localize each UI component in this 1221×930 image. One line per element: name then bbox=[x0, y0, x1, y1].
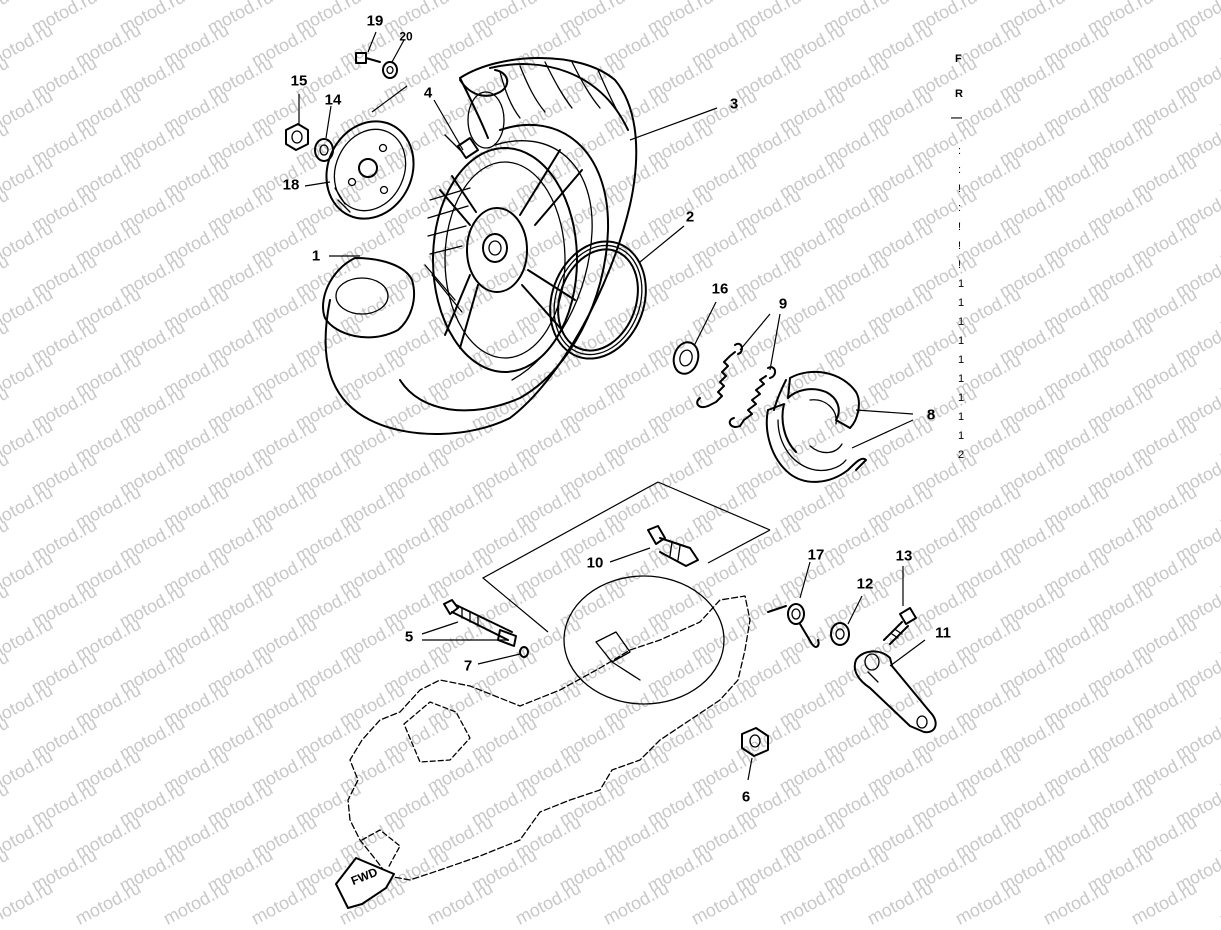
callout-15: 15 bbox=[290, 72, 308, 90]
callout-20: 20 bbox=[399, 29, 413, 44]
edge-fragment-top-1: F bbox=[955, 53, 962, 65]
callout-16: 16 bbox=[711, 280, 729, 298]
part-15-nut bbox=[285, 123, 309, 151]
part-14-washer bbox=[314, 138, 334, 162]
edge-fragment-item: : bbox=[958, 164, 962, 176]
part-8-brake-shoes bbox=[765, 370, 867, 483]
part-2-ring bbox=[549, 240, 647, 360]
edge-fragment-item: 1 bbox=[958, 297, 965, 309]
edge-fragment-item: : bbox=[958, 202, 962, 214]
edge-fragment-item: 2 bbox=[958, 449, 965, 461]
callout-9: 9 bbox=[778, 295, 788, 313]
part-7-oring bbox=[519, 646, 529, 658]
callout-7: 7 bbox=[463, 657, 473, 675]
part-18-plate bbox=[325, 120, 415, 220]
edge-fragment-item: 1 bbox=[958, 373, 965, 385]
edge-fragment-top-3: — bbox=[951, 112, 962, 124]
edge-fragment-top-2: R bbox=[955, 88, 963, 100]
part-16-seal bbox=[672, 341, 700, 375]
callout-5: 5 bbox=[404, 628, 414, 646]
callout-14: 14 bbox=[324, 91, 342, 109]
part-13-bolt bbox=[883, 607, 917, 645]
edge-fragment-item: ! bbox=[958, 221, 962, 233]
part-19-bolt bbox=[355, 52, 381, 64]
edge-fragment-item: 1 bbox=[958, 278, 965, 290]
callout-8: 8 bbox=[926, 406, 936, 424]
leader-lines bbox=[298, 31, 926, 781]
callout-2: 2 bbox=[685, 208, 695, 226]
part-20-washer bbox=[382, 61, 398, 79]
callout-11: 11 bbox=[935, 624, 951, 642]
callout-10: 10 bbox=[586, 554, 604, 572]
assembly-outline bbox=[481, 481, 771, 633]
callout-12: 12 bbox=[856, 575, 874, 593]
edge-fragment-item: 1 bbox=[958, 392, 965, 404]
edge-fragment-item: ! bbox=[958, 240, 962, 252]
callout-1: 1 bbox=[311, 247, 321, 265]
edge-fragment-item: 1 bbox=[958, 335, 965, 347]
part-10-cam bbox=[647, 525, 699, 567]
edge-fragment-item: ! bbox=[958, 259, 962, 271]
fwd-arrow bbox=[335, 857, 395, 909]
crankcase-outline bbox=[347, 575, 751, 881]
part-9-springs bbox=[696, 342, 776, 428]
edge-fragment-item: 1 bbox=[958, 354, 965, 366]
callout-13: 13 bbox=[895, 547, 913, 565]
edge-fragment-item: ! bbox=[958, 183, 962, 195]
part-12-washer bbox=[830, 622, 850, 646]
callout-4: 4 bbox=[423, 84, 433, 102]
part-5-axle bbox=[443, 599, 517, 647]
edge-fragment-item: 1 bbox=[958, 316, 965, 328]
callout-3: 3 bbox=[729, 95, 739, 113]
callout-6: 6 bbox=[741, 788, 751, 806]
callout-17: 17 bbox=[807, 546, 825, 564]
edge-fragment-item: 1 bbox=[958, 411, 965, 423]
part-6-nut bbox=[741, 727, 769, 757]
part-17-spring bbox=[767, 603, 820, 648]
part-11-lever bbox=[853, 650, 937, 734]
callout-18: 18 bbox=[282, 176, 300, 194]
edge-fragment-item: : bbox=[958, 145, 962, 157]
callout-19: 19 bbox=[366, 12, 384, 30]
edge-fragment-item: 1 bbox=[958, 430, 965, 442]
